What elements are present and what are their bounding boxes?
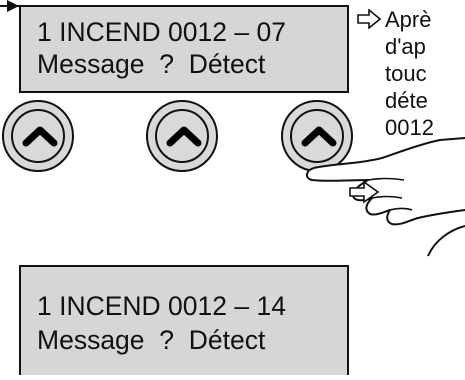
pointer-arrow-head (7, 0, 19, 12)
lcd-display-before: 1 INCEND 0012 – 07 Message ? Détect (19, 5, 349, 93)
pointing-hand-icon (306, 137, 465, 257)
lcd-line-1: 1 INCEND 0012 – 07 (37, 17, 286, 47)
chevron-up-icon (301, 126, 337, 147)
lcd-line-2: Message ? Détect (37, 325, 266, 355)
up-button-1[interactable] (2, 100, 74, 172)
hollow-right-arrow-icon (357, 9, 381, 29)
chevron-up-icon (166, 126, 202, 147)
up-button-2[interactable] (146, 100, 218, 172)
up-button-1-inner (11, 109, 65, 163)
lcd-display-after: 1 INCEND 0012 – 14 Message ? Détect (19, 265, 349, 375)
up-button-3[interactable] (281, 100, 353, 172)
instruction-text: Aprè d'ap touc déte 0012 (385, 7, 434, 140)
lcd-line-1: 1 INCEND 0012 – 14 (37, 291, 286, 321)
chevron-up-icon (22, 126, 58, 147)
lcd-line-2: Message ? Détect (37, 49, 266, 79)
